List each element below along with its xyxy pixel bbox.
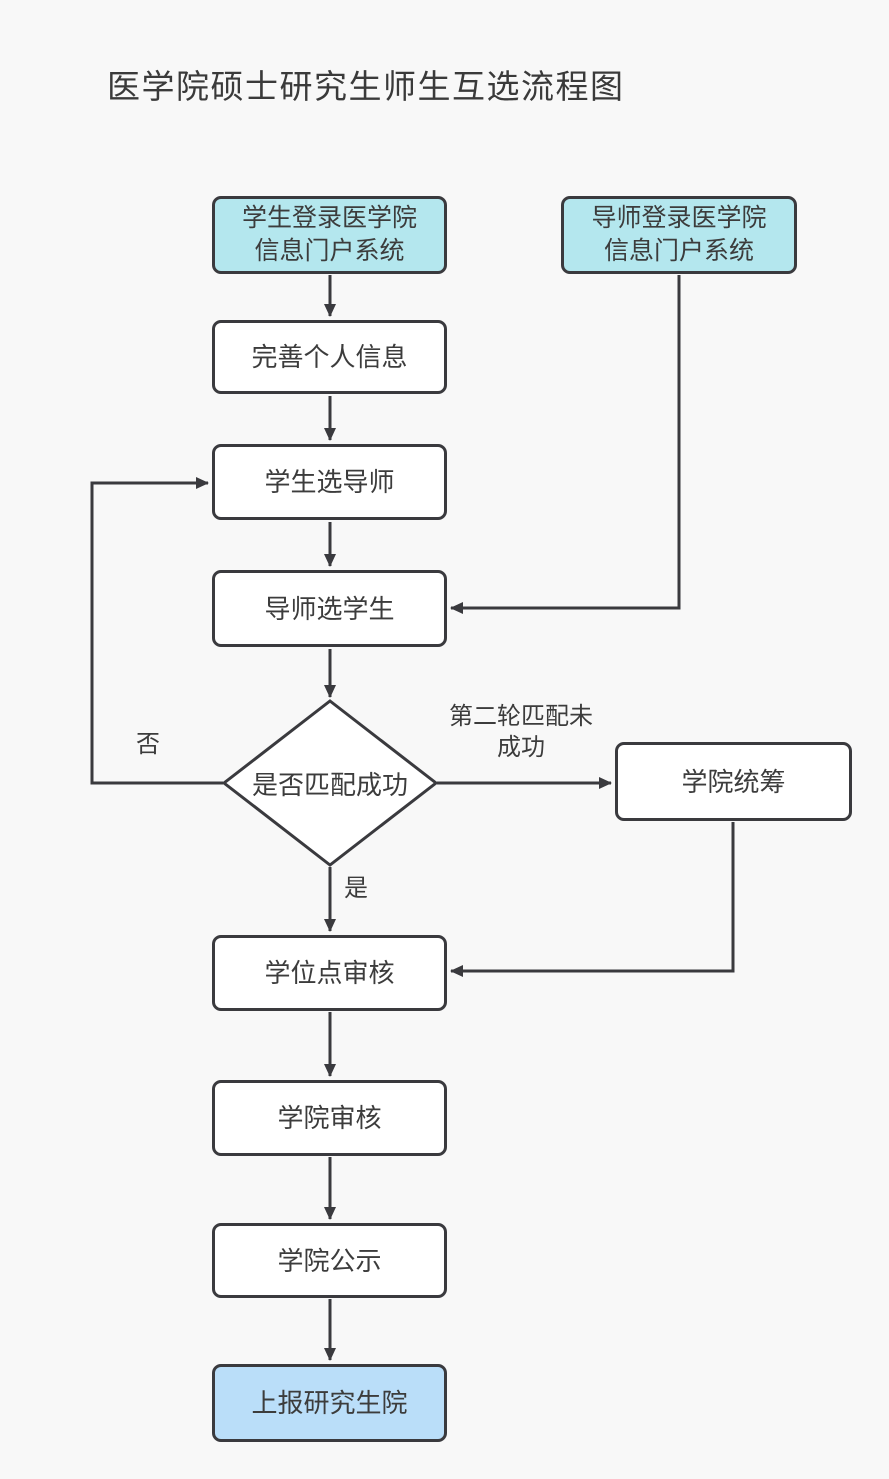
node-tutor-selects-student: 导师选学生 — [212, 570, 447, 647]
node-complete-personal-info-label: 完善个人信息 — [251, 342, 408, 372]
node-student-login-label: 学生登录医学院 信息门户系统 — [241, 204, 417, 265]
node-college-review: 学院审核 — [212, 1080, 447, 1156]
decision-diamond-shape — [221, 699, 439, 867]
decision-match-success-label: 是否匹配成功 — [251, 769, 408, 800]
node-tutor-selects-student-label: 导师选学生 — [264, 593, 395, 624]
edge-label-no: 否 — [136, 731, 160, 758]
node-college-coordination: 学院统筹 — [615, 742, 852, 821]
node-complete-personal-info: 完善个人信息 — [212, 320, 447, 394]
node-college-publicity: 学院公示 — [212, 1223, 447, 1298]
node-degree-point-review: 学位点审核 — [212, 935, 447, 1011]
node-report-to-graduate-school: 上报研究生院 — [212, 1364, 447, 1442]
node-student-selects-tutor-label: 学生选导师 — [264, 467, 395, 497]
node-college-publicity-label: 学院公示 — [277, 1245, 382, 1276]
node-tutor-login-label: 导师登录医学院 信息门户系统 — [591, 204, 767, 265]
edge-decision-no-loop — [90, 477, 223, 785]
edge-label-second-round-unmatched: 第二轮匹配未 成功 — [449, 703, 593, 761]
decision-match-success: 是否匹配成功 — [230, 763, 430, 803]
node-student-selects-tutor: 学生选导师 — [212, 444, 447, 520]
edge-label-yes: 是 — [344, 875, 368, 902]
node-college-coordination-label: 学院统筹 — [681, 766, 786, 797]
edge-collegecoord-to-degreereview — [450, 822, 735, 977]
page-title: 医学院硕士研究生师生互选流程图 — [107, 68, 625, 105]
node-report-to-graduate-school-label: 上报研究生院 — [251, 1388, 408, 1418]
node-college-review-label: 学院审核 — [277, 1103, 382, 1133]
node-degree-point-review-label: 学位点审核 — [264, 958, 395, 988]
edge-tutorlogin-to-tutorselect — [450, 275, 681, 614]
node-tutor-login: 导师登录医学院 信息门户系统 — [561, 196, 797, 274]
node-student-login: 学生登录医学院 信息门户系统 — [212, 196, 447, 274]
